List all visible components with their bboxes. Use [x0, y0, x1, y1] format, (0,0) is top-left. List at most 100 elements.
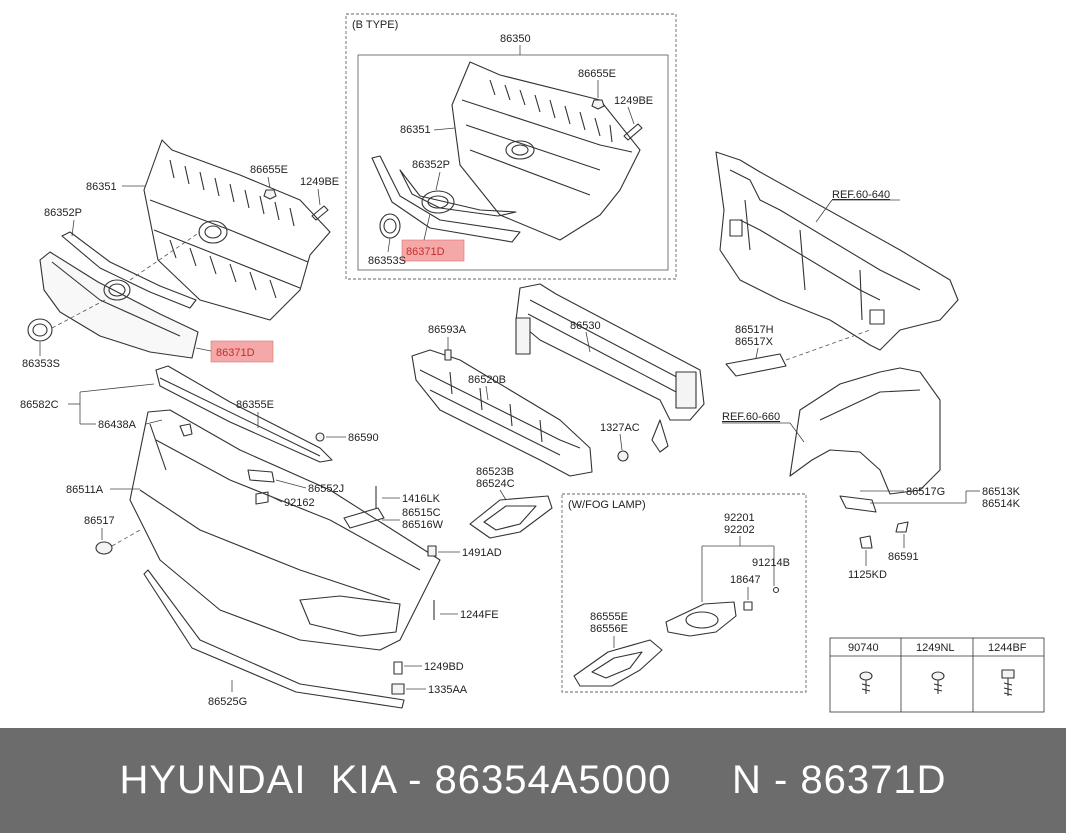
bracket-86517g	[839, 495, 877, 513]
nut-1335aa	[391, 683, 405, 695]
label-86371d-b: 86371D	[406, 246, 445, 258]
clip-86590	[315, 432, 325, 442]
label-86590: 86590	[348, 432, 379, 444]
label-92201: 92201	[724, 512, 755, 524]
label-1249be: 1249BE	[300, 176, 339, 188]
label-86555e: 86555E	[590, 611, 628, 623]
label-1249be-b: 1249BE	[614, 95, 653, 107]
b-type-inset: (B TYPE) 86350 86655E 1249BE 86351 86352…	[345, 13, 677, 280]
label-86525g: 86525G	[208, 696, 247, 708]
label-86517: 86517	[84, 515, 115, 527]
label-1249bd: 1249BD	[424, 661, 464, 673]
fastener-90740-label: 90740	[848, 642, 879, 654]
radiator-support	[715, 151, 959, 351]
fastener-1244bf-label: 1244BF	[988, 642, 1027, 654]
bolt-1249bd	[393, 661, 403, 675]
bolt-1249be	[311, 205, 329, 221]
label-86511a: 86511A	[66, 484, 104, 496]
label-86593a: 86593A	[428, 324, 467, 336]
cap-86517	[95, 541, 113, 555]
label-1125kd: 1125KD	[848, 569, 887, 581]
label-ref-60-660: REF.60-660	[722, 411, 780, 423]
fender	[789, 367, 941, 495]
label-86516w: 86516W	[402, 519, 444, 531]
screw-90740-icon	[859, 671, 873, 694]
fog-lamp-inset: (W/FOG LAMP) 92201 92202 91214B 18647 86…	[561, 493, 807, 693]
trim-86352p-b	[371, 155, 521, 243]
part-92162	[255, 491, 269, 505]
emblem-86353s-b	[379, 213, 401, 239]
bumper-beam	[515, 283, 705, 453]
label-86352p-b: 86352P	[412, 159, 450, 171]
bolt-86591	[895, 521, 909, 533]
label-86582c: 86582C	[20, 399, 59, 411]
label-86530: 86530	[570, 320, 601, 332]
emblem-86353s	[27, 318, 53, 342]
part-86593a	[444, 349, 452, 361]
w-fog-label: (W/FOG LAMP)	[568, 499, 646, 511]
label-86514k: 86514K	[982, 498, 1021, 510]
bulb-18647	[743, 601, 753, 611]
clip-1491ad	[427, 545, 437, 557]
label-86517h: 86517H	[735, 324, 774, 336]
label-86438a: 86438A	[98, 419, 137, 431]
label-92202: 92202	[724, 524, 755, 536]
bracket-86517h	[725, 353, 787, 377]
label-86556e: 86556E	[590, 623, 628, 635]
label-86517x: 86517X	[735, 336, 774, 348]
label-86655e: 86655E	[250, 164, 288, 176]
label-1416lk: 1416LK	[402, 493, 441, 505]
nut-1327ac	[617, 450, 629, 462]
label-86355e: 86355E	[236, 399, 274, 411]
grille-b-type	[451, 61, 641, 241]
bolt-1244bf-icon	[1001, 669, 1015, 696]
emblem-b-type	[421, 190, 455, 214]
bolt-1249be-b	[623, 123, 643, 141]
label-86371d: 86371D	[216, 347, 255, 359]
fog-cover-86555e	[573, 639, 663, 687]
label-92162: 92162	[284, 497, 315, 509]
label-1335aa: 1335AA	[428, 684, 468, 696]
clip-86438a	[179, 423, 193, 437]
trim-86352p	[61, 231, 197, 309]
connector-91214b	[772, 586, 780, 594]
label-86353s: 86353S	[22, 358, 60, 370]
grille-cover	[39, 251, 199, 359]
screw-1249nl-icon	[931, 671, 945, 694]
upper-trim-86582c	[155, 365, 333, 463]
label-86351: 86351	[86, 181, 117, 193]
label-86552j: 86552J	[308, 483, 344, 495]
clip-86655e-b	[591, 99, 605, 110]
highlight-86371d	[210, 340, 274, 363]
parts-diagram: (B TYPE) 86350 86655E 1249BE 86351 86352…	[20, 13, 1045, 713]
b-type-label: (B TYPE)	[352, 19, 398, 31]
label-86353s-b: 86353S	[368, 255, 406, 267]
label-1244fe: 1244FE	[460, 609, 499, 621]
label-1491ad: 1491AD	[462, 547, 502, 559]
bracket-86515c	[343, 507, 385, 529]
fog-lamp-92201	[665, 601, 737, 637]
fog-cover-86523b	[469, 495, 553, 539]
label-91214b: 91214B	[752, 557, 790, 569]
energy-absorber	[411, 349, 593, 477]
label-86351-b: 86351	[400, 124, 431, 136]
label-86655e-b: 86655E	[578, 68, 616, 80]
bumper-cover-86511a	[129, 409, 441, 651]
bracket-86552j	[247, 469, 275, 483]
fastener-table: 90740 1249NL 1244BF	[829, 637, 1045, 713]
label-ref-60-640: REF.60-640	[832, 189, 890, 201]
label-86517g: 86517G	[906, 486, 945, 498]
part-number-footer: HYUNDAI KIA - 86354A5000 N - 86371D	[0, 728, 1066, 833]
label-1327ac: 1327AC	[600, 422, 640, 434]
label-86520b: 86520B	[468, 374, 506, 386]
main-grille	[143, 139, 331, 321]
footer-text: HYUNDAI KIA - 86354A5000 N - 86371D	[119, 758, 947, 802]
label-86352p: 86352P	[44, 207, 82, 219]
label-86513k: 86513K	[982, 486, 1021, 498]
label-18647: 18647	[730, 574, 761, 586]
clip-86655e	[263, 189, 277, 200]
fastener-1249nl-label: 1249NL	[916, 642, 955, 654]
screw-1125kd	[859, 535, 873, 549]
lip-86525g	[143, 569, 405, 709]
label-86591: 86591	[888, 551, 919, 563]
